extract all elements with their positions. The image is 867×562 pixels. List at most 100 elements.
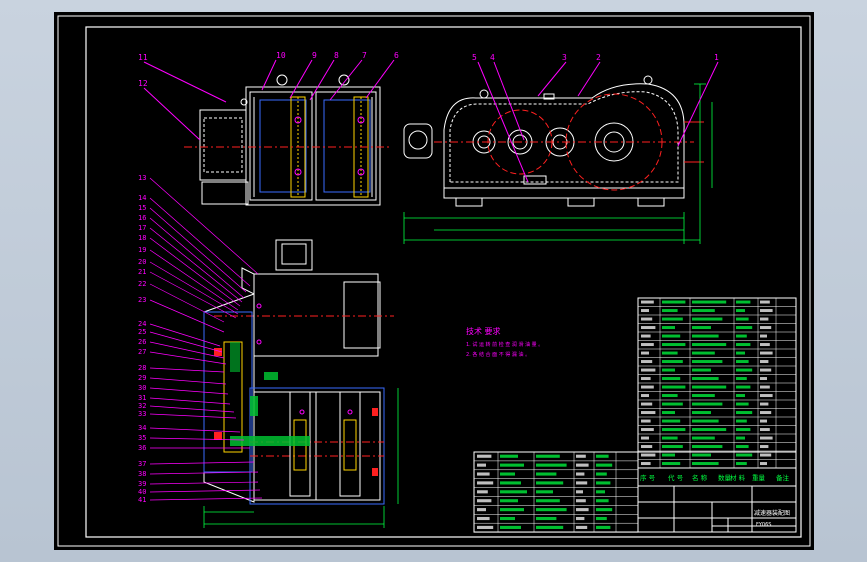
parts-grid-cell-mark (736, 317, 749, 321)
parts-grid-cell-mark (596, 481, 611, 485)
parts-grid-cell-mark (736, 326, 753, 330)
parts-grid-cell-mark (536, 481, 564, 485)
parts-grid-cell-mark (596, 508, 613, 512)
parts-grid-cell-mark (641, 368, 656, 372)
parts-grid-cell-mark (641, 411, 656, 415)
parts-grid-cell-mark (641, 300, 654, 304)
parts-grid-cell-mark (760, 419, 767, 423)
parts-grid-cell-mark (760, 462, 767, 466)
parts-grid-cell-mark (662, 309, 678, 313)
parts-grid-cell-mark (662, 326, 675, 330)
parts-grid-cell-mark (576, 499, 586, 503)
balloon-31: 31 (138, 394, 146, 402)
plan-view-dimensions (203, 388, 399, 528)
drawing-number: FY06S (756, 522, 771, 528)
balloon-28: 28 (138, 364, 146, 372)
side-view (184, 74, 390, 206)
parts-grid-cell-mark (692, 300, 727, 304)
balloon-15: 15 (138, 204, 146, 212)
balloon-19: 19 (138, 246, 146, 254)
header-index: 序 号 (640, 473, 656, 482)
balloon-27: 27 (138, 348, 146, 356)
parts-grid-cell-mark (662, 368, 675, 372)
tech-requirement-1: 1. 试 运 转 前 检 查 润 滑 油 量 。 (466, 341, 543, 348)
balloon-8: 8 (334, 51, 339, 60)
balloon-29: 29 (138, 374, 146, 382)
parts-grid-cell-mark (500, 525, 521, 529)
parts-grid-cell-mark (692, 394, 715, 398)
balloon-32: 32 (138, 402, 146, 410)
parts-grid-cell-mark (692, 326, 711, 330)
balloon-4: 4 (490, 53, 495, 62)
parts-grid-cell-mark (760, 317, 769, 321)
parts-grid-cell-mark (500, 499, 518, 503)
parts-grid-cell-mark (500, 463, 524, 467)
parts-grid-cell-mark (641, 326, 656, 330)
cad-viewport[interactable]: 11 12 10 9 8 7 6 (54, 12, 814, 550)
parts-grid-cell-mark (477, 463, 486, 467)
parts-grid-cell-mark (662, 385, 686, 389)
parts-grid-cell-mark (692, 419, 719, 423)
parts-grid-cell-mark (641, 402, 653, 406)
parts-grid-cell-mark (641, 445, 653, 449)
parts-grid-cell-mark (477, 472, 490, 476)
parts-grid-cell-mark (760, 326, 772, 330)
side-view-labels: 11 12 10 9 8 7 6 (138, 51, 399, 88)
front-view-dimensions (403, 83, 713, 244)
balloon-16: 16 (138, 214, 146, 222)
parts-grid-cell-mark (760, 377, 767, 381)
parts-grid-cell-mark (760, 334, 767, 338)
parts-grid-cell-mark (736, 436, 745, 440)
parts-grid-cell-mark (736, 419, 747, 423)
parts-grid-cell-mark (692, 445, 723, 449)
parts-grid-cell-mark (641, 428, 654, 432)
parts-grid-cell-mark (692, 368, 711, 372)
parts-grid-cell-mark (662, 402, 683, 406)
parts-grid-cell-mark (760, 343, 770, 347)
parts-grid-cell-mark (736, 402, 749, 406)
parts-grid-cell-mark (760, 351, 773, 355)
parts-grid-cell-mark (736, 385, 751, 389)
parts-grid-cell-mark (692, 343, 727, 347)
parts-grid-cell-mark (736, 351, 745, 355)
balloon-3: 3 (562, 53, 567, 62)
parts-grid-cell-mark (662, 428, 686, 432)
header-remark: 备注 (776, 473, 790, 482)
parts-grid-cell-mark (641, 377, 651, 381)
parts-grid-cell-mark (500, 490, 527, 494)
parts-grid-cell-mark (596, 516, 607, 521)
parts-grid-cell-mark (662, 343, 686, 347)
parts-grid-cell-mark (596, 472, 607, 476)
balloon-26: 26 (138, 338, 146, 346)
front-view (403, 75, 704, 207)
balloon-35: 35 (138, 434, 146, 442)
parts-grid-cell-mark (736, 411, 753, 415)
parts-grid-cell-mark (692, 351, 715, 355)
parts-grid-cell-mark (760, 445, 769, 449)
parts-grid-cell-mark (641, 385, 654, 389)
balloon-40: 40 (138, 488, 146, 496)
header-qty: 数量 (718, 473, 732, 482)
parts-grid-cell-mark (641, 462, 651, 466)
balloon-12: 12 (138, 79, 148, 88)
parts-grid-cell-mark (576, 508, 589, 512)
parts-grid-cell-mark (760, 453, 772, 457)
parts-grid-cell-mark (477, 516, 490, 521)
parts-grid-cell-mark (692, 377, 719, 381)
parts-grid-cell-mark (662, 351, 678, 355)
front-view-leaders (477, 61, 719, 183)
inner-frame (85, 26, 802, 538)
parts-grid-cell-mark (477, 490, 488, 494)
parts-grid-cell-mark (596, 525, 611, 529)
balloon-20: 20 (138, 258, 146, 266)
parts-grid-cell-mark (477, 481, 494, 485)
parts-grid-cell-mark (662, 462, 681, 466)
parts-grid-cell-mark (596, 499, 609, 503)
balloon-33: 33 (138, 410, 146, 418)
parts-grid-cell-mark (536, 454, 560, 458)
balloon-38: 38 (138, 470, 146, 478)
parts-grid-cell-mark (477, 525, 494, 529)
parts-grid-cell-mark (760, 385, 770, 389)
plan-view (203, 239, 394, 505)
parts-grid-cell-mark (736, 428, 751, 432)
